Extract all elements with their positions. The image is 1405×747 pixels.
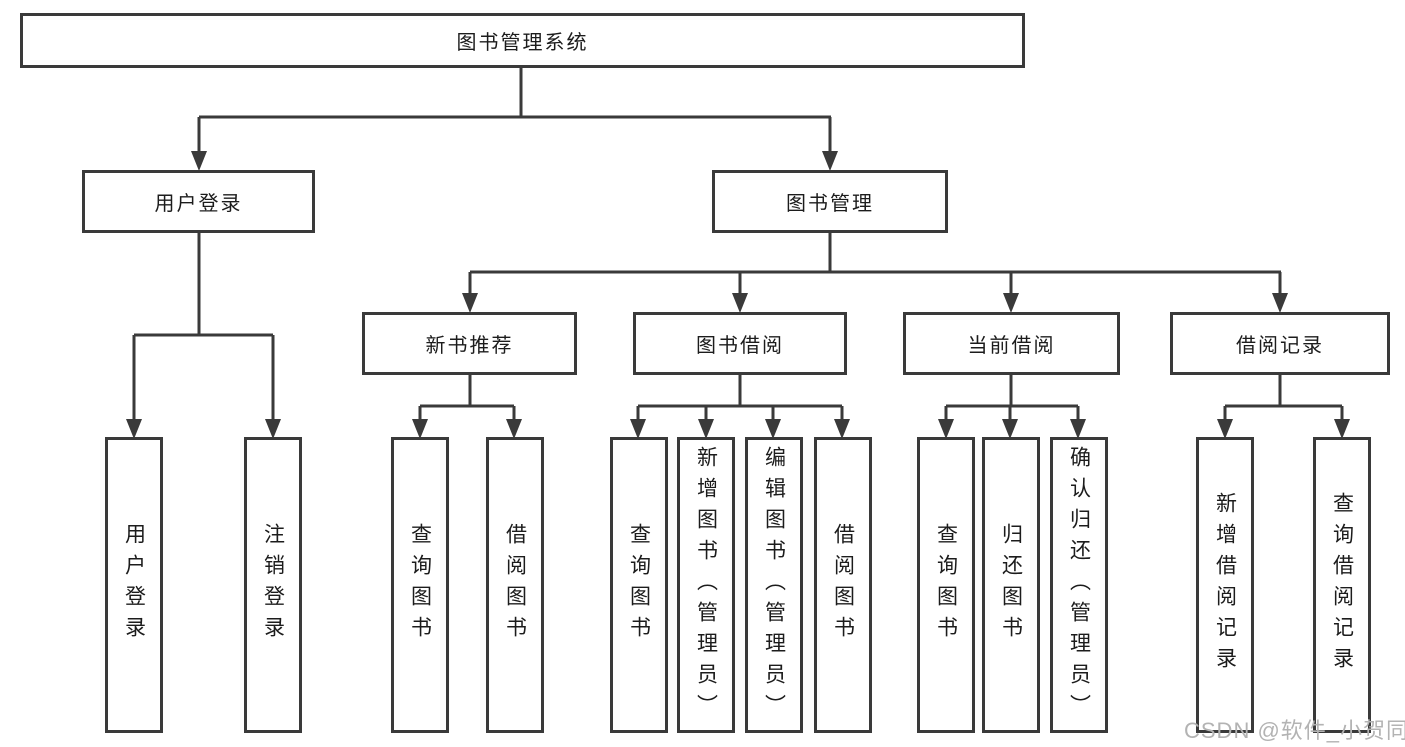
leaf-label: 查询图书	[934, 523, 958, 647]
leaf-current-confirm-return-admin: 确认归还（管理员）	[1050, 437, 1108, 733]
leaf-records-query-borrow-record: 查询借阅记录	[1313, 437, 1371, 733]
leaf-label: 借阅图书	[831, 523, 855, 647]
watermark: CSDN @软件_小贺同学	[1184, 718, 1405, 743]
leaf-label: 查询图书	[408, 523, 432, 647]
leaf-label: 确认归还（管理员）	[1067, 445, 1091, 725]
leaf-user-login: 用户登录	[105, 437, 163, 733]
node-root: 图书管理系统	[20, 13, 1025, 68]
leaf-logout-login: 注销登录	[244, 437, 302, 733]
leaf-label: 注销登录	[261, 523, 285, 647]
node-book-borrowing: 图书借阅	[633, 312, 847, 375]
leaf-current-return-books: 归还图书	[982, 437, 1040, 733]
leaf-borrow-borrow-books: 借阅图书	[814, 437, 872, 733]
arrow-down-icons	[126, 151, 1350, 439]
node-borrow-records: 借阅记录	[1170, 312, 1390, 375]
leaf-label: 新增图书（管理员）	[694, 445, 718, 725]
leaf-label: 编辑图书（管理员）	[762, 445, 786, 725]
node-new-book-recommend: 新书推荐	[362, 312, 577, 375]
leaf-borrow-edit-books-admin: 编辑图书（管理员）	[745, 437, 803, 733]
leaf-borrow-add-books-admin: 新增图书（管理员）	[677, 437, 735, 733]
leaf-borrow-query-books: 查询图书	[610, 437, 668, 733]
leaf-current-query-books: 查询图书	[917, 437, 975, 733]
leaf-label: 用户登录	[122, 523, 146, 647]
leaf-label: 新增借阅记录	[1213, 492, 1237, 678]
tree-edges	[132, 68, 1344, 421]
leaf-label: 查询图书	[627, 523, 651, 647]
leaf-label: 查询借阅记录	[1330, 492, 1354, 678]
leaf-rec-query-books: 查询图书	[391, 437, 449, 733]
node-book-management: 图书管理	[712, 170, 948, 233]
leaf-records-add-borrow-record: 新增借阅记录	[1196, 437, 1254, 733]
leaf-rec-borrow-books: 借阅图书	[486, 437, 544, 733]
node-current-borrowing: 当前借阅	[903, 312, 1120, 375]
leaf-label: 归还图书	[999, 523, 1023, 647]
leaf-label: 借阅图书	[503, 523, 527, 647]
node-user-login: 用户登录	[82, 170, 315, 233]
